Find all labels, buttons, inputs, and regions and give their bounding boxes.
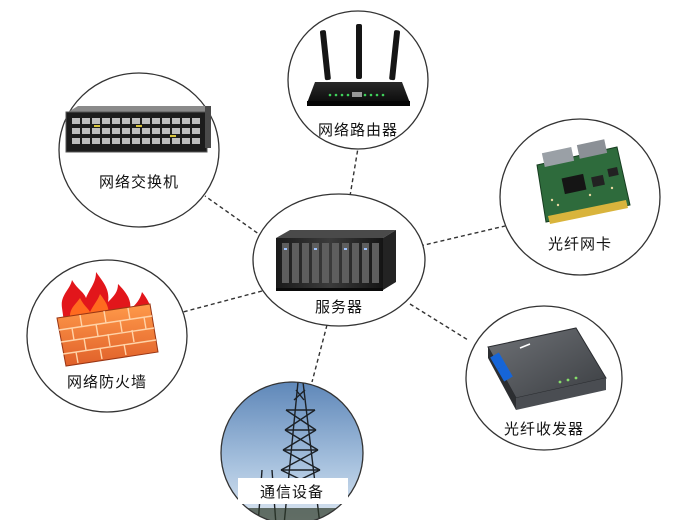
center-server-label: 服务器: [315, 298, 363, 316]
connector-transceiver: [409, 303, 469, 341]
node-firewall[interactable]: 网络防火墙: [26, 259, 188, 413]
node-transceiver-label: 光纤收发器: [504, 420, 584, 438]
server-rack-icon: [276, 230, 396, 291]
fiber-transceiver-icon: [487, 327, 607, 410]
node-nic-label: 光纤网卡: [548, 235, 612, 253]
node-firewall-label: 网络防火墙: [67, 373, 147, 391]
node-switch[interactable]: 网络交换机: [58, 72, 220, 228]
node-router-label: 网络路由器: [318, 121, 398, 139]
node-nic[interactable]: 光纤网卡: [499, 118, 661, 276]
connector-router: [349, 147, 359, 197]
center-server-node[interactable]: 服务器: [252, 193, 426, 327]
wifi-router-icon: [307, 24, 410, 106]
node-switch-label: 网络交换机: [99, 173, 179, 191]
node-telecom-label: 通信设备: [260, 483, 324, 501]
connectors: [182, 147, 506, 383]
firewall-icon: [56, 272, 159, 367]
fiber-network-card-icon: [536, 139, 631, 224]
connector-firewall: [182, 290, 263, 313]
connector-telecom: [311, 324, 328, 383]
network-switch-icon: [65, 106, 211, 153]
node-transceiver[interactable]: 光纤收发器: [465, 305, 623, 451]
node-telecom-circle: [220, 381, 364, 520]
node-telecom-label-bg: [238, 478, 348, 504]
node-router[interactable]: 网络路由器: [287, 10, 429, 150]
node-telecom[interactable]: 通信设备: [220, 370, 365, 520]
connector-nic: [419, 225, 506, 247]
connector-switch: [204, 195, 264, 238]
